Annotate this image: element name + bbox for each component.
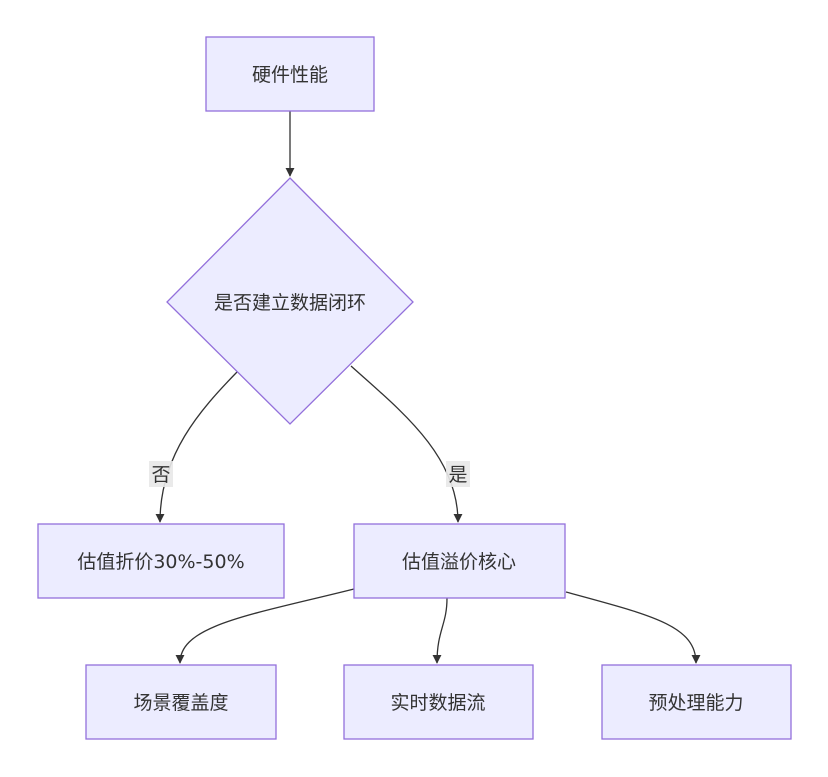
edge-premium-to-preprocess — [565, 591, 701, 664]
svg-text:是: 是 — [448, 464, 467, 486]
edge-label-no: 否 — [149, 461, 173, 487]
edge-premium-to-coverage — [175, 588, 355, 664]
svg-text:否: 否 — [151, 464, 170, 486]
edge-decision-to-discount — [155, 371, 238, 523]
node-decision: 是否建立数据闭环 — [166, 177, 414, 425]
edge-decision-to-premium — [350, 365, 463, 523]
node-coverage: 场景覆盖度 — [85, 664, 277, 740]
edge-label-yes: 是 — [446, 461, 470, 487]
svg-text:估值溢价核心: 估值溢价核心 — [402, 551, 516, 573]
svg-text:场景覆盖度: 场景覆盖度 — [133, 692, 228, 714]
svg-text:是否建立数据闭环: 是否建立数据闭环 — [214, 292, 366, 314]
node-stream: 实时数据流 — [343, 664, 534, 740]
edge-premium-to-stream — [432, 597, 448, 664]
node-hardware: 硬件性能 — [205, 36, 375, 112]
svg-text:实时数据流: 实时数据流 — [390, 692, 485, 714]
node-preprocess: 预处理能力 — [601, 664, 792, 740]
svg-text:硬件性能: 硬件性能 — [252, 64, 328, 86]
node-premium: 估值溢价核心 — [353, 523, 566, 599]
svg-text:估值折价30%-50%: 估值折价30%-50% — [77, 551, 244, 573]
node-discount: 估值折价30%-50% — [37, 523, 285, 599]
svg-text:预处理能力: 预处理能力 — [648, 692, 743, 714]
